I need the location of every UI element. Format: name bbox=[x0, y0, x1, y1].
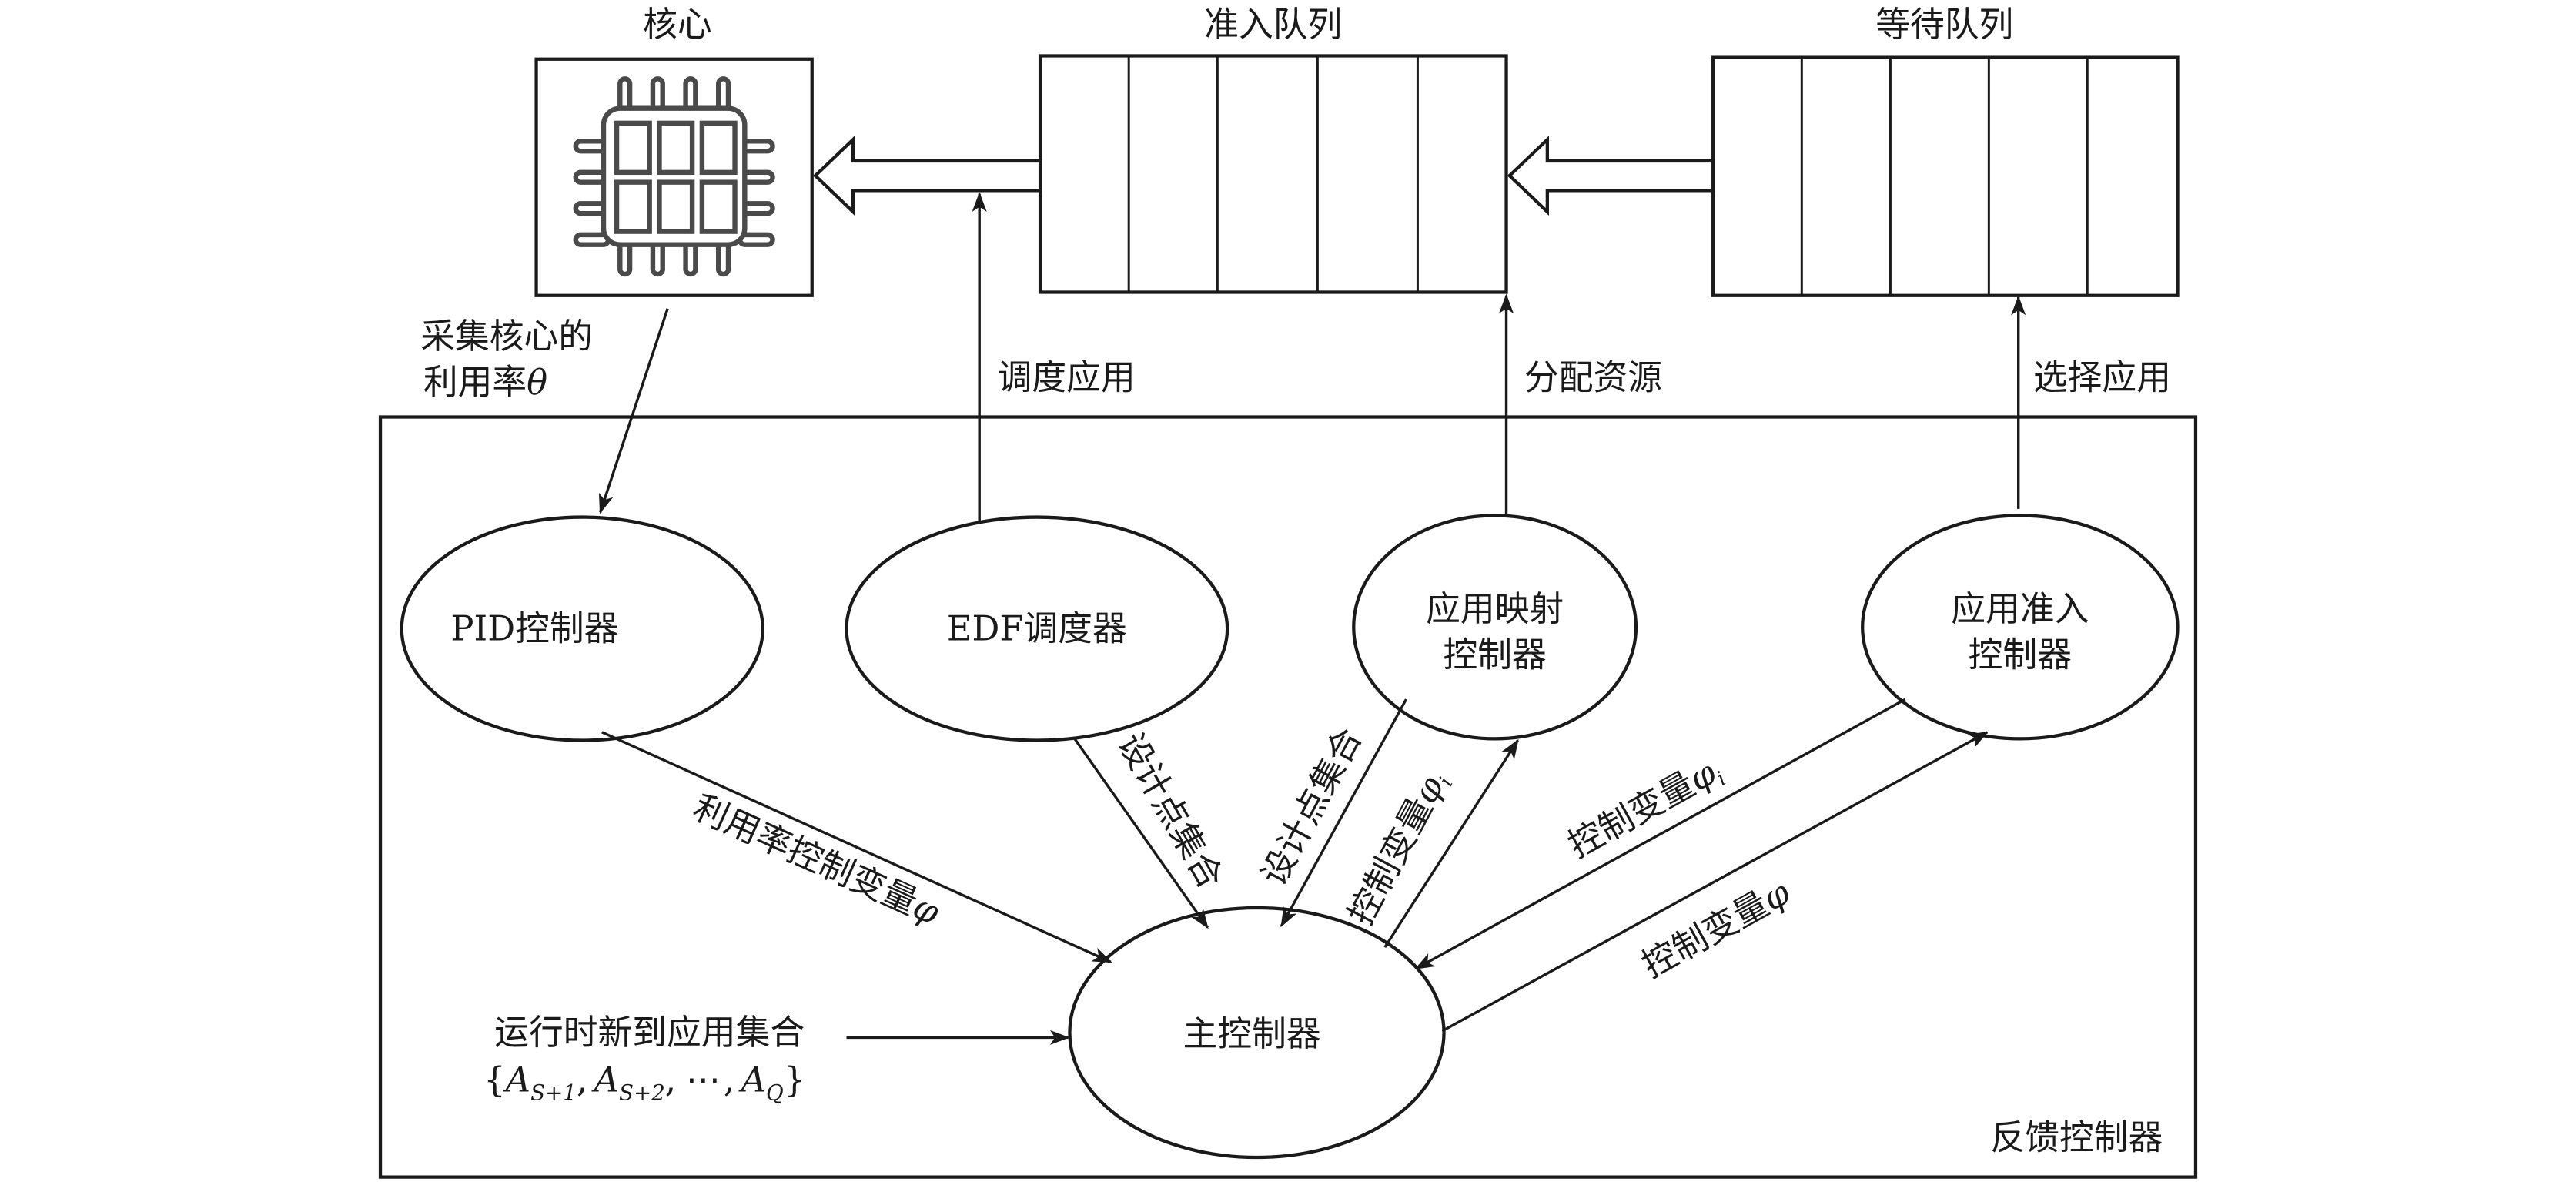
arrow-mapping-to-main bbox=[1280, 698, 1407, 928]
app-mapping-label-line2: 控制器 bbox=[1443, 635, 1546, 675]
util-control-var-label: 利用率控制变量φ bbox=[687, 786, 946, 933]
app-mapping-controller-node: 应用映射 控制器 bbox=[1352, 514, 1638, 741]
control-var-admission-down-label: 控制变量φ bbox=[1635, 872, 1797, 986]
hollow-arrow-waiting-to-admission bbox=[1507, 136, 1715, 216]
admission-queue-label: 准入队列 bbox=[1204, 4, 1342, 45]
admission-queue bbox=[1038, 54, 1508, 294]
pid-controller-label: PID控制器 bbox=[450, 608, 618, 648]
app-admission-label-line2: 控制器 bbox=[1969, 635, 2072, 675]
runtime-app-set-formula: {AS+1,AS+2,⋯,AQ} bbox=[483, 1060, 805, 1106]
cpu-chip-icon bbox=[573, 76, 775, 277]
collect-utilization-label-line1: 采集核心的 bbox=[420, 316, 593, 357]
main-controller-label: 主控制器 bbox=[1183, 1013, 1321, 1054]
arrow-main-to-admission bbox=[1441, 731, 1989, 1033]
arrow-main-to-mapping bbox=[1383, 738, 1519, 949]
allocate-resources-label: 分配资源 bbox=[1524, 357, 1662, 397]
hollow-arrow-queue-to-core bbox=[812, 136, 1042, 216]
design-point-set-label-edf: 设计点集合 bbox=[1110, 726, 1232, 896]
main-controller-node: 主控制器 bbox=[1068, 906, 1446, 1160]
waiting-queue bbox=[1711, 55, 2180, 297]
arrow-core-to-pid bbox=[598, 308, 669, 514]
pid-controller-node: PID控制器 bbox=[400, 515, 764, 742]
edf-scheduler-label: EDF调度器 bbox=[947, 608, 1127, 648]
arrow-edf-to-main bbox=[1073, 738, 1209, 929]
arrow-admission-to-main bbox=[1414, 698, 1906, 970]
feedback-controller-box bbox=[378, 415, 2198, 1179]
app-admission-controller-node: 应用准入 控制器 bbox=[1861, 514, 2180, 741]
core-label: 核心 bbox=[643, 4, 712, 45]
select-app-label: 选择应用 bbox=[2033, 357, 2171, 397]
arrow-pid-to-main bbox=[601, 731, 1112, 963]
app-admission-label-line1: 应用准入 bbox=[1951, 588, 2089, 629]
edf-scheduler-node: EDF调度器 bbox=[845, 515, 1229, 742]
schedule-app-label: 调度应用 bbox=[998, 357, 1136, 397]
design-point-set-label-mapping: 设计点集合 bbox=[1253, 721, 1370, 892]
app-mapping-label-line1: 应用映射 bbox=[1426, 588, 1564, 629]
feedback-controller-label: 反馈控制器 bbox=[1990, 1117, 2163, 1157]
collect-utilization-label-line2: 利用率θ bbox=[423, 362, 547, 403]
runtime-new-apps-label: 运行时新到应用集合 bbox=[494, 1012, 805, 1053]
waiting-queue-label: 等待队列 bbox=[1875, 4, 2013, 45]
